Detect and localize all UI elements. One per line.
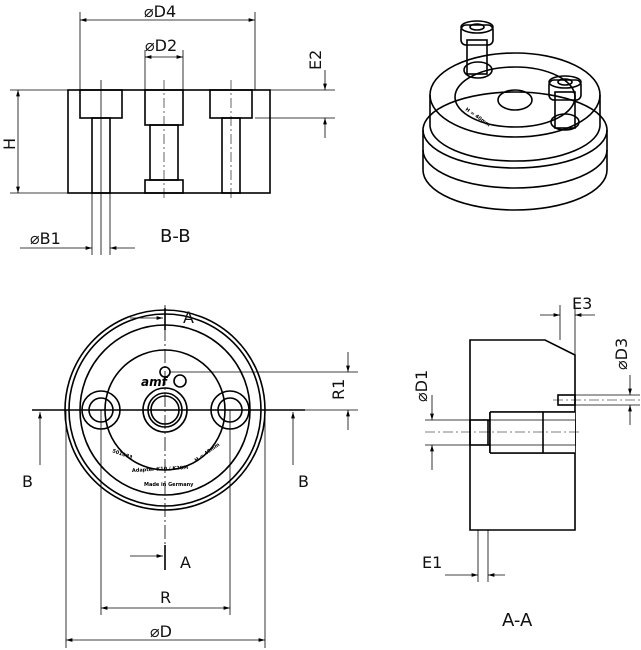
section-aa-view <box>425 305 640 582</box>
engraving-height: H = 40mm <box>194 442 221 464</box>
dim-r-label: R <box>160 588 172 607</box>
dim-e1-label: E1 <box>422 553 443 572</box>
iso-engraving: H = 40mm <box>464 107 491 129</box>
section-bb-view <box>10 12 335 255</box>
dim-b1-label: ⌀B1 <box>30 229 61 248</box>
isometric-view: H = 40mm <box>422 20 608 211</box>
cut-a-bottom-label: A <box>180 553 191 572</box>
dim-d-label: ⌀D <box>150 622 172 641</box>
dim-h-label: H <box>0 137 19 150</box>
dim-d1-label: ⌀D1 <box>412 369 431 402</box>
dim-d3-label: ⌀D3 <box>612 337 631 370</box>
engraving-origin: Made in Germany <box>144 482 194 488</box>
front-view: amf 501083 Adapter K10 / K20M H = 40mm M… <box>32 305 358 648</box>
engraving-part-number: 501083 <box>111 448 133 461</box>
cut-b-right-label: B <box>298 472 309 491</box>
dim-e3-label: E3 <box>572 294 593 313</box>
dim-r1-label: R1 <box>329 378 348 400</box>
engraving-text: Adapter K10 / K20M <box>132 465 189 474</box>
amf-logo: amf <box>141 375 169 389</box>
dim-e2-label: E2 <box>306 49 325 70</box>
cut-a-top-label: A <box>183 308 194 327</box>
section-aa-title: A-A <box>502 610 533 631</box>
section-bb-title: B-B <box>160 226 191 247</box>
dim-d4-label: ⌀D4 <box>144 2 177 21</box>
cut-b-left-label: B <box>22 472 33 491</box>
dim-d2-label: ⌀D2 <box>145 36 178 55</box>
